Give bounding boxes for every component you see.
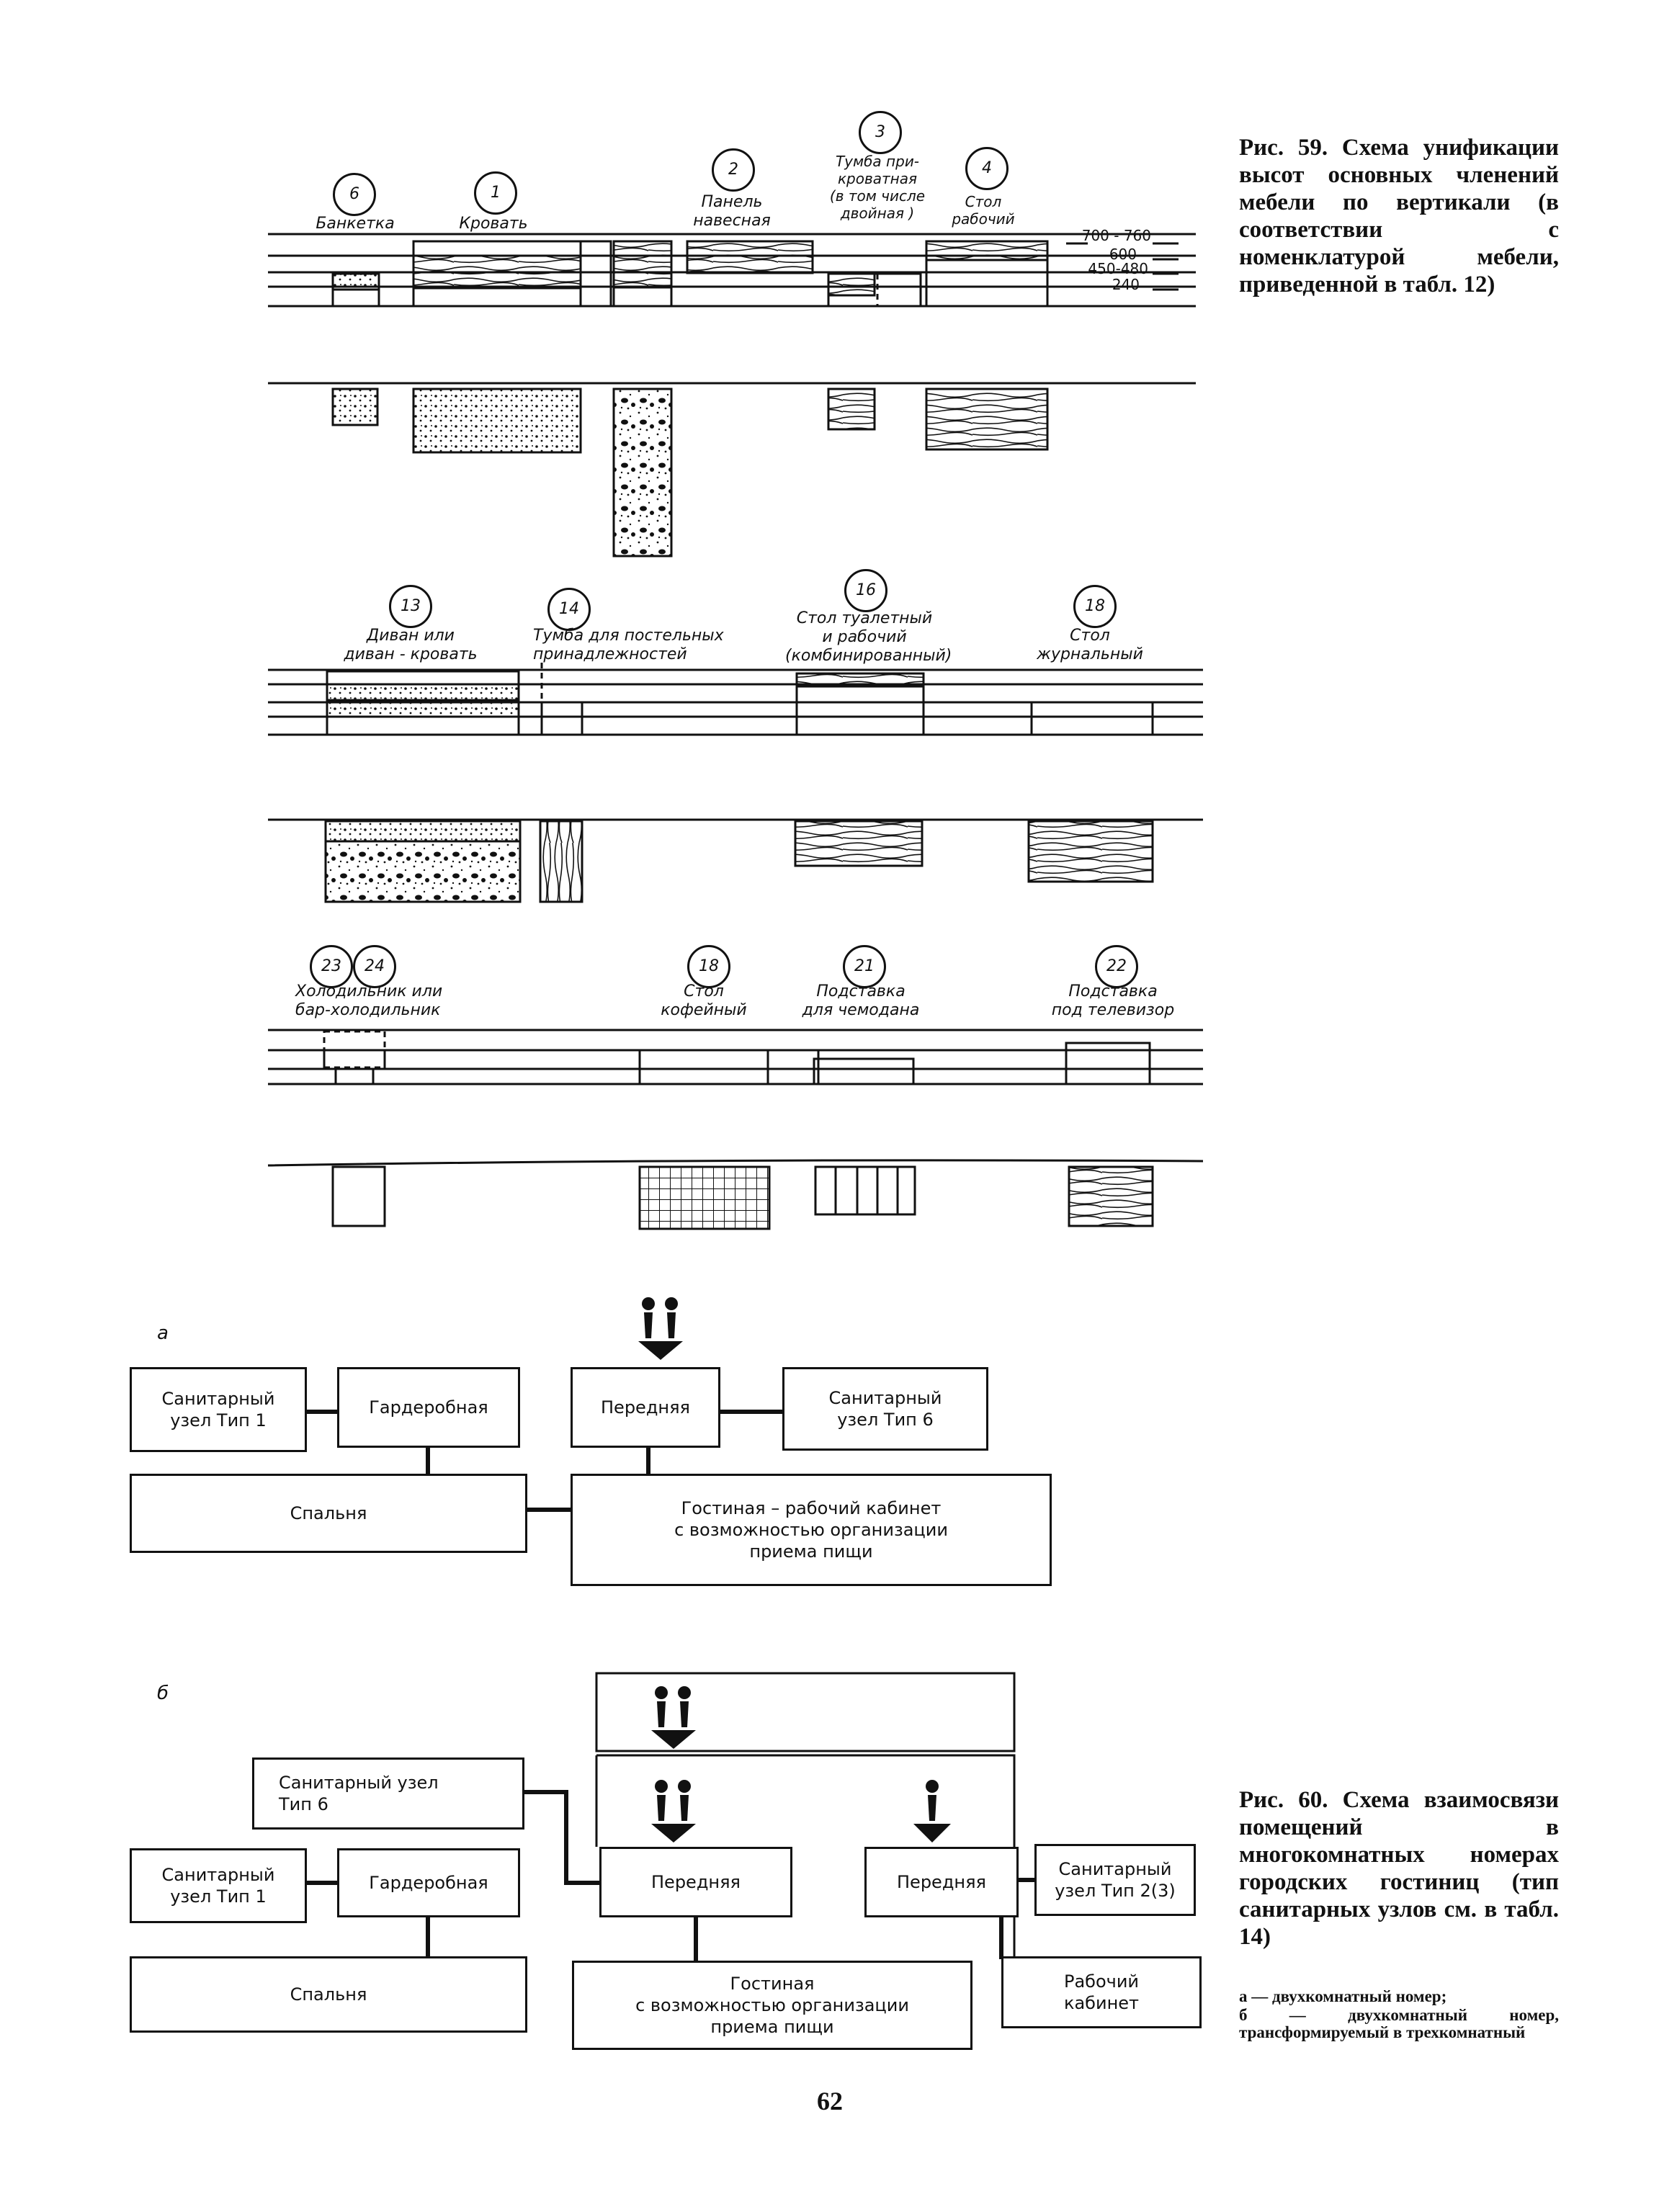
item-number: 1	[474, 171, 517, 215]
room-label: Санитарный узел Тип 1	[161, 1865, 275, 1907]
item-label: Панель навесная	[693, 193, 771, 230]
room-living-study: Гостиная – рабочий кабинет с возможность…	[571, 1474, 1052, 1586]
room-label: Передняя	[601, 1397, 690, 1418]
people-icon	[650, 1779, 700, 1844]
item-label: Холодильник или бар-холодильник	[295, 982, 443, 1019]
room-label: Гардеробная	[369, 1873, 488, 1893]
part-b-letter: б	[157, 1683, 169, 1704]
fig60-legend-b: б — двухкомнатный номер, трансформируемы…	[1239, 2006, 1559, 2041]
people-icon	[650, 1685, 700, 1750]
item-label: Диван или диван - кровать	[344, 627, 478, 663]
room-bathroom-type2-3: Санитарный узел Тип 2(3)	[1034, 1844, 1196, 1916]
room-bathroom-type6: Санитарный узел Тип 6	[252, 1757, 524, 1830]
height-label: 700 - 760	[1081, 227, 1151, 244]
item-label: Подставка под телевизор	[1051, 982, 1175, 1019]
item-number: 24	[353, 945, 396, 988]
room-label: Гардеробная	[369, 1397, 488, 1418]
room-label: Спальня	[290, 1984, 367, 2005]
fig60-legend-a: а — двухкомнатный номер;	[1239, 1987, 1447, 2005]
room-bedroom: Спальня	[130, 1474, 527, 1553]
height-label: 240	[1112, 276, 1140, 293]
item-label: Стол туалетный и рабочий (комбинированны…	[785, 609, 952, 665]
item-number: 3	[859, 111, 902, 154]
room-label: Санитарный узел Тип 6	[828, 1388, 942, 1430]
room-label: Гостиная – рабочий кабинет с возможность…	[674, 1498, 948, 1562]
room-bathroom-type6: Санитарный узел Тип 6	[782, 1367, 988, 1451]
room-bathroom-type1: Санитарный узел Тип 1	[130, 1367, 307, 1452]
item-label: Стол рабочий	[952, 193, 1015, 228]
item-number: 18	[687, 945, 730, 988]
item-number: 2	[712, 148, 755, 192]
room-hall-2: Передняя	[864, 1847, 1019, 1917]
item-label: Тумба для постельных принадлежностей	[533, 627, 724, 663]
fig60-caption: Рис. 60. Схема взаимосвязи помещений в м…	[1239, 1787, 1559, 1950]
part-a-letter: а	[157, 1322, 169, 1344]
room-bedroom: Спальня	[130, 1956, 527, 2033]
item-number: 14	[547, 588, 591, 631]
room-label: Санитарный узел Тип 1	[161, 1389, 275, 1430]
room-hall-1: Передняя	[599, 1847, 792, 1917]
item-number: 22	[1095, 945, 1138, 988]
room-label: Передняя	[651, 1872, 741, 1892]
fig59-caption: Рис. 59. Схема унификации высот основных…	[1239, 135, 1559, 297]
person-icon	[912, 1779, 952, 1844]
room-label: Передняя	[897, 1872, 986, 1892]
item-number: 13	[389, 585, 432, 628]
room-label: Рабочий кабинет	[1063, 1971, 1140, 2013]
item-number: 18	[1073, 585, 1117, 628]
item-number: 4	[965, 147, 1009, 190]
item-number: 6	[333, 173, 376, 216]
room-label: Спальня	[290, 1503, 367, 1523]
item-label: Стол кофейный	[661, 982, 747, 1019]
people-icon	[637, 1297, 687, 1361]
room-hall: Передняя	[571, 1367, 720, 1448]
room-living: Гостиная с возможностью организации прие…	[572, 1961, 972, 2050]
item-number: 16	[844, 569, 887, 612]
room-wardrobe: Гардеробная	[337, 1848, 520, 1917]
room-label: Санитарный узел Тип 6	[279, 1773, 439, 1814]
item-label: Кровать	[459, 215, 528, 233]
room-label: Санитарный узел Тип 2(3)	[1055, 1859, 1176, 1901]
room-label: Гостиная с возможностью организации прие…	[635, 1974, 909, 2037]
room-bathroom-type1: Санитарный узел Тип 1	[130, 1848, 307, 1923]
item-label: Тумба при- кроватная (в том числе двойна…	[829, 153, 926, 222]
item-number: 21	[843, 945, 886, 988]
item-label: Стол журнальный	[1037, 627, 1143, 663]
height-label: 450-480	[1088, 260, 1148, 277]
page-number: 62	[817, 2087, 843, 2115]
room-study: Рабочий кабинет	[1001, 1956, 1202, 2028]
item-number: 23	[310, 945, 353, 988]
room-wardrobe: Гардеробная	[337, 1367, 520, 1448]
item-label: Банкетка	[316, 215, 395, 233]
height-label: 600	[1109, 246, 1137, 263]
item-label: Подставка для чемодана	[802, 982, 920, 1019]
